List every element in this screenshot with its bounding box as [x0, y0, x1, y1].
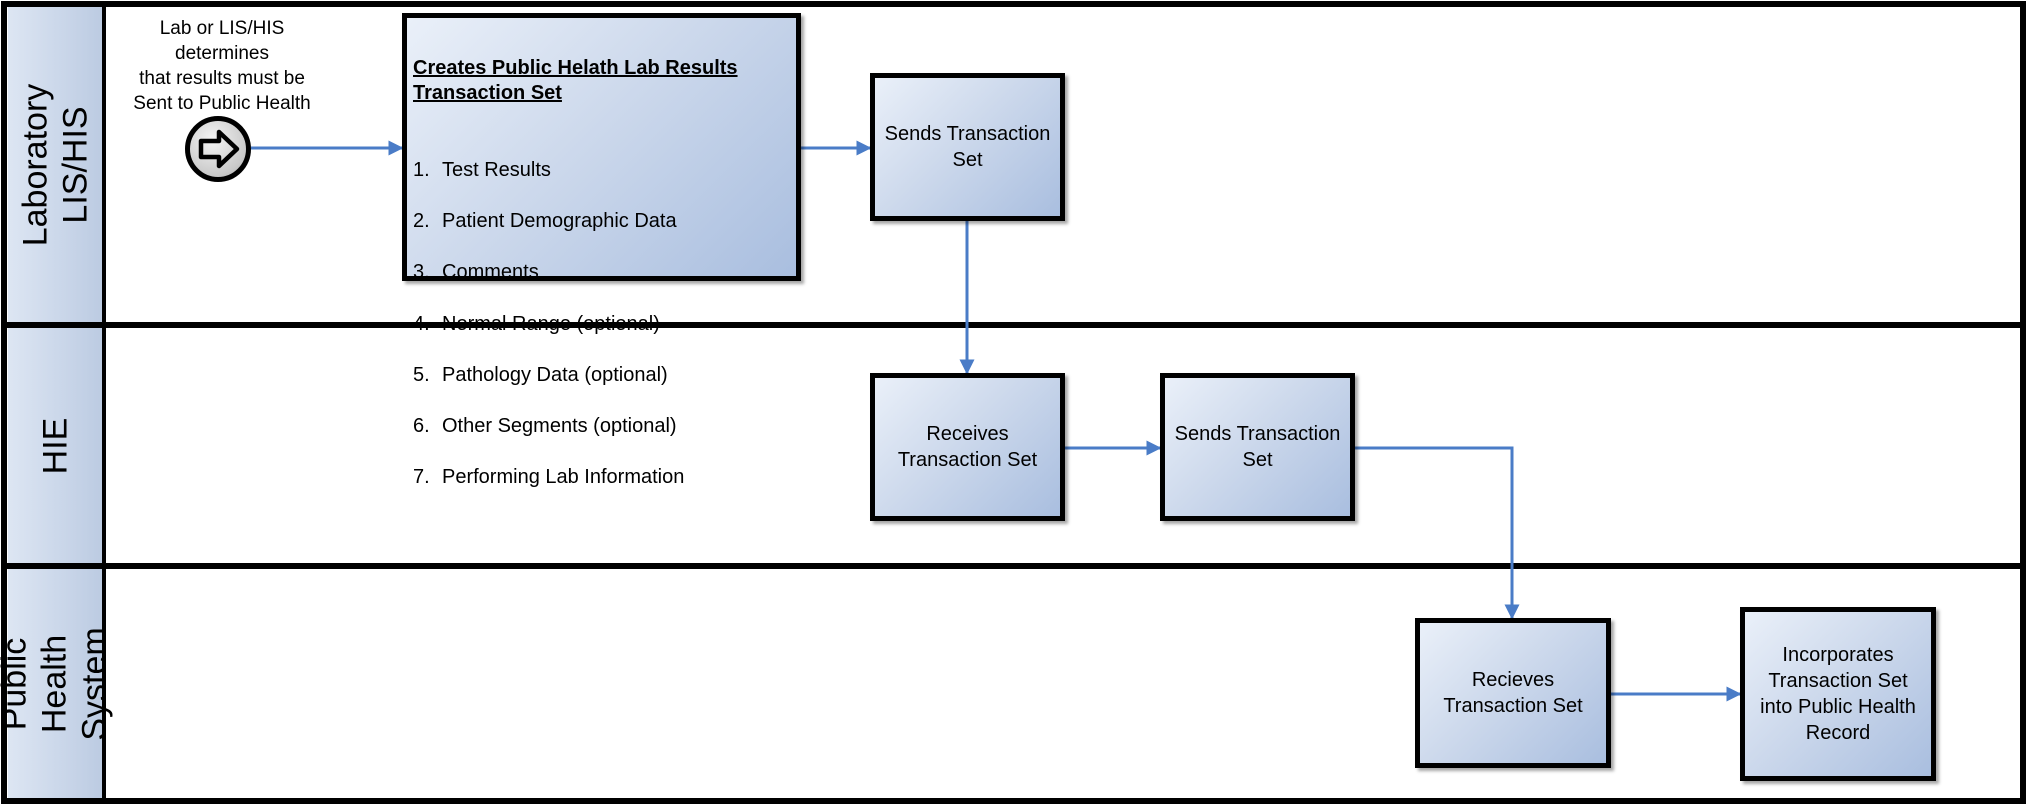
- list-item: 1.Test Results: [413, 158, 551, 181]
- lane-label-laboratory: Laboratory LIS/HIS: [8, 7, 102, 322]
- create-transaction-set-box[interactable]: Creates Public Helath Lab Results Transa…: [402, 13, 801, 488]
- start-event[interactable]: [185, 116, 251, 182]
- ph-receives-transaction-set-box[interactable]: Recieves Transaction Set: [1415, 618, 1611, 768]
- box-label: Sends Transaction Set: [884, 123, 1051, 171]
- lane-title: Laboratory LIS/HIS: [16, 83, 95, 246]
- list-item: 6.Other Segments (optional): [413, 414, 677, 437]
- lane-label-public-health: Public Health System: [0, 569, 114, 798]
- lab-sends-transaction-set-box[interactable]: Sends Transaction Set: [870, 73, 1065, 221]
- list-item: 7.Performing Lab Information: [413, 466, 685, 489]
- box-label: Recieves Transaction Set: [1443, 669, 1583, 717]
- hie-sends-transaction-set-box[interactable]: Sends Transaction Set: [1160, 373, 1355, 521]
- connector-hie-send-to-ph-receive: [1355, 446, 1520, 620]
- lane-title: HIE: [36, 417, 74, 474]
- start-event-note: Lab or LIS/HIS determines that results m…: [133, 18, 311, 114]
- create-box-list: 1.Test Results 2.Patient Demographic Dat…: [413, 132, 796, 516]
- box-label: Receives Transaction Set: [897, 423, 1038, 471]
- list-item: 3.Comments: [413, 261, 539, 284]
- list-item: 4.Normal Range (optional): [413, 312, 660, 335]
- box-label: Incorporates Transaction Set into Public…: [1760, 644, 1916, 744]
- lane-label-hie: HIE: [8, 328, 102, 563]
- lane-title: Public Health System: [0, 626, 115, 741]
- arrow-right-icon: [198, 129, 240, 169]
- list-item: 5.Pathology Data (optional): [413, 363, 668, 386]
- hie-receives-transaction-set-box[interactable]: Receives Transaction Set: [870, 373, 1065, 521]
- create-box-title: Creates Public Helath Lab Results Transa…: [413, 56, 738, 105]
- box-label: Sends Transaction Set: [1174, 423, 1341, 471]
- list-item: 2.Patient Demographic Data: [413, 210, 677, 233]
- ph-incorporates-transaction-set-box[interactable]: Incorporates Transaction Set into Public…: [1740, 607, 1936, 781]
